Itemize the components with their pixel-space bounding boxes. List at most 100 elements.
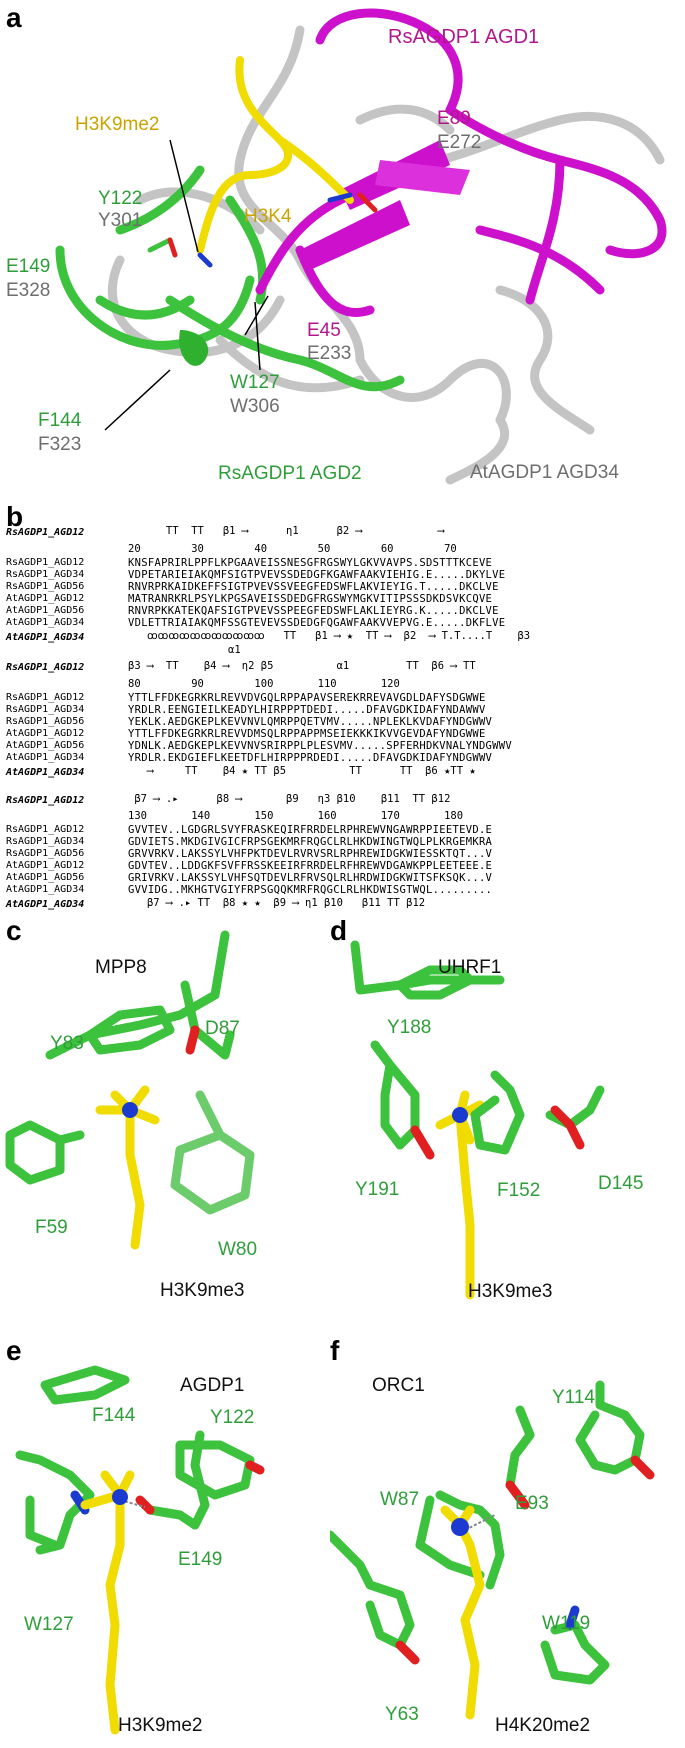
label-e328: E328 (6, 280, 51, 301)
label-w127: W127 (230, 372, 280, 393)
aln-ss-bottom-3: β7 ⟶ .▸ TT β8 ★ ★ β9 ⟶ η1 β10 β11 TT β12 (128, 897, 426, 909)
aln-name: AtAGDP1_AGD12 (6, 593, 85, 604)
aln-name: RsAGDP1_AGD12 (6, 692, 85, 703)
label-rs-agd2: RsAGDP1 AGD2 (218, 463, 362, 484)
panel-label-c: c (6, 915, 22, 946)
aln-seq: YEKLK.AEDGKEPLKEVVNVLQMRPPQETVMV.....NPL… (128, 716, 493, 728)
aln-name: AtAGDP1_AGD12 (6, 728, 85, 739)
aln-seq: VDLETTRIAIAKQMFSSGTEVEVSSDEDGFQGAWFAAKVV… (128, 617, 506, 629)
panel-b: b RsAGDP1_AGD12 TT TT β1 ⟶ η1 β2 ⟶ ⟶ 20 … (0, 501, 685, 910)
label-w127-e: W127 (24, 1614, 74, 1635)
aln-seq: GVVTEV..LGDGRLSVYFRASKEQIRFRRDELRPHREWVN… (128, 824, 493, 836)
aln-name: AtAGDP1_AGD34 (6, 617, 85, 628)
label-e89: E89 (437, 108, 471, 129)
label-f323: F323 (38, 434, 82, 455)
aln-ruler-2: 80 90 100 110 120 (128, 678, 400, 690)
label-y114: Y114 (552, 1387, 595, 1408)
aln-name: AtAGDP1_AGD56 (6, 605, 85, 616)
label-f144-e: F144 (92, 1405, 136, 1426)
label-e149-e: E149 (178, 1549, 223, 1570)
panel-a: a (0, 0, 685, 500)
aln-ruler-1: 20 30 40 50 60 70 (128, 543, 457, 555)
binding-pocket-c (5, 930, 255, 1250)
aln-seq: GDVIETS.MKDGIVGICFRPSGEKMRFRQGCLRLHKDWIN… (128, 836, 493, 848)
label-h3k9me3-c: H3K9me3 (160, 1280, 245, 1301)
binding-pocket-d (350, 940, 605, 1300)
aln-name: AtAGDP1_AGD34 (6, 884, 85, 895)
label-e93: E93 (515, 1493, 549, 1514)
aln-seq: MATRANRKRLPSYLKPGSAVEISSDEDGFRGSWYMGKVIT… (128, 593, 493, 605)
aln-ruler-3: 130 140 150 160 170 180 (128, 810, 464, 822)
label-e149: E149 (6, 256, 51, 277)
binding-pocket-e (15, 1365, 265, 1735)
label-e233: E233 (307, 343, 352, 364)
label-uhrf1: UHRF1 (438, 957, 502, 978)
panel-label-b: b (6, 501, 24, 532)
aln-ss-top-2: β3 ⟶ TT β4 ⟶ η2 β5 α1 TT β6 ⟶ TT (128, 660, 476, 672)
label-e272: E272 (437, 132, 482, 153)
label-f59: F59 (35, 1217, 68, 1238)
panel-e: e F144 AGDP1 Y122 E149 W127 H3K9me2 (0, 1335, 330, 1748)
label-w87: W87 (380, 1489, 420, 1510)
aln-name: AtAGDP1_AGD56 (6, 740, 85, 751)
aln-name: RsAGDP1_AGD56 (6, 716, 85, 727)
aln-ss-bottom-1: ꝏꝏꝏꝏꝏꝏꝏꝏꝏꝏꝏ TT β1 ⟶ ★ TT ⟶ β2 ⟶ T.T....T… (128, 630, 531, 642)
aln-name: RsAGDP1_AGD56 (6, 581, 85, 592)
aln-ss-top-3: β7 ⟶ .▸ β8 ⟶ β9 η3 β10 β11 TT β12 (128, 793, 451, 805)
aln-ss-bottom-2: ⟶ TT β4 ★ TT β5 TT TT β6 ★TT ★ (128, 765, 476, 777)
label-y122: Y122 (98, 188, 143, 209)
label-y122-e: Y122 (210, 1407, 255, 1428)
label-y191: Y191 (355, 1179, 400, 1200)
label-d145: D145 (598, 1173, 644, 1194)
label-e45: E45 (307, 320, 341, 341)
panel-label-f: f (330, 1335, 340, 1366)
panel-c: c MPP8 Y83 D87 F59 W80 H3K9me3 (0, 915, 330, 1335)
label-mpp8: MPP8 (95, 957, 147, 978)
aln-struct-bottom-3: AtAGDP1_AGD34 (6, 899, 85, 910)
aln-ss-top-1: TT TT β1 ⟶ η1 β2 ⟶ ⟶ (128, 525, 445, 537)
aln-seq: GVVIDG..MKHGTVGIYFRPSGQQKMRFRQGCLRLHKDWI… (128, 884, 493, 896)
label-f144: F144 (38, 410, 82, 431)
aln-name: RsAGDP1_AGD56 (6, 848, 85, 859)
aln-name: AtAGDP1_AGD34 (6, 752, 85, 763)
aln-seq: YTTLFFDKEGRKRLREVVDMSQLRPPAPPMSEIEKKKIKV… (128, 728, 486, 740)
label-w80: W80 (218, 1239, 258, 1260)
aln-name: RsAGDP1_AGD34 (6, 704, 85, 715)
label-orc1: ORC1 (372, 1375, 425, 1396)
label-y63: Y63 (385, 1704, 419, 1725)
label-rs-agd1: RsAGDP1 AGD1 (388, 26, 540, 48)
aln-name: RsAGDP1_AGD12 (6, 557, 85, 568)
label-y301: Y301 (98, 210, 143, 231)
aln-name: RsAGDP1_AGD34 (6, 836, 85, 847)
label-f152: F152 (497, 1180, 541, 1201)
panel-d: d UHRF1 Y188 Y191 F152 D145 H3K9me3 (330, 915, 685, 1335)
panel-label-d: d (330, 915, 348, 946)
aln-name: RsAGDP1_AGD12 (6, 824, 85, 835)
label-y188: Y188 (387, 1017, 432, 1038)
label-at-agd34: AtAGDP1 AGD34 (470, 462, 619, 483)
aln-struct-top-1: RsAGDP1_AGD12 (6, 527, 85, 538)
aln-seq: VDPETARIEIAKQMFSIGTPVEVSSDEDGFKGAWFAAKVI… (128, 569, 506, 581)
binding-pocket-f (330, 1380, 655, 1720)
structure-overlay-a (55, 8, 667, 485)
aln-name: AtAGDP1_AGD12 (6, 860, 85, 871)
label-w119: W119 (542, 1613, 591, 1634)
panel-label-e: e (6, 1335, 22, 1366)
aln-struct-top-3: RsAGDP1_AGD12 (6, 795, 85, 806)
label-h3k9me2-e: H3K9me2 (118, 1715, 203, 1736)
aln-seq: YDNLK.AEDGKEPLKEVVNVSRIRPPLPLESVMV.....S… (128, 740, 513, 752)
panel-f: f ORC1 Y114 W87 E93 W119 Y63 H4K20me2 (330, 1335, 685, 1748)
label-h3k9me2: H3K9me2 (75, 114, 160, 135)
label-h4k20me2: H4K20me2 (495, 1715, 591, 1736)
aln-seq: YRDLR.EENGIEILKEADYLHIRPPPTDEDI.....DFAV… (128, 704, 486, 716)
aln-seq: RNVRPRKAIDKEFFSIGTPVEVSSVEEGFEDSWFLAKVIE… (128, 581, 499, 593)
label-h3k4: H3K4 (244, 206, 292, 227)
aln-struct-top-2: RsAGDP1_AGD12 (6, 662, 85, 673)
panel-label-a: a (6, 2, 22, 33)
aln-seq: KNSFAPRIRLPPFLKPGAAVEISSNESGFRGSWYLGKVVA… (128, 557, 493, 569)
aln-alpha-label: α1 (228, 644, 241, 656)
aln-struct-bottom-1: AtAGDP1_AGD34 (6, 632, 85, 643)
aln-name: AtAGDP1_AGD56 (6, 872, 85, 883)
aln-seq: GRIVRKV.LAKSSYLVHFSQTDEVLRFRVSQLRLHRDWID… (128, 872, 493, 884)
aln-seq: YRDLR.EKDGIEFLKEETDFLHIRPPPRDEDI.....DFA… (128, 752, 493, 764)
